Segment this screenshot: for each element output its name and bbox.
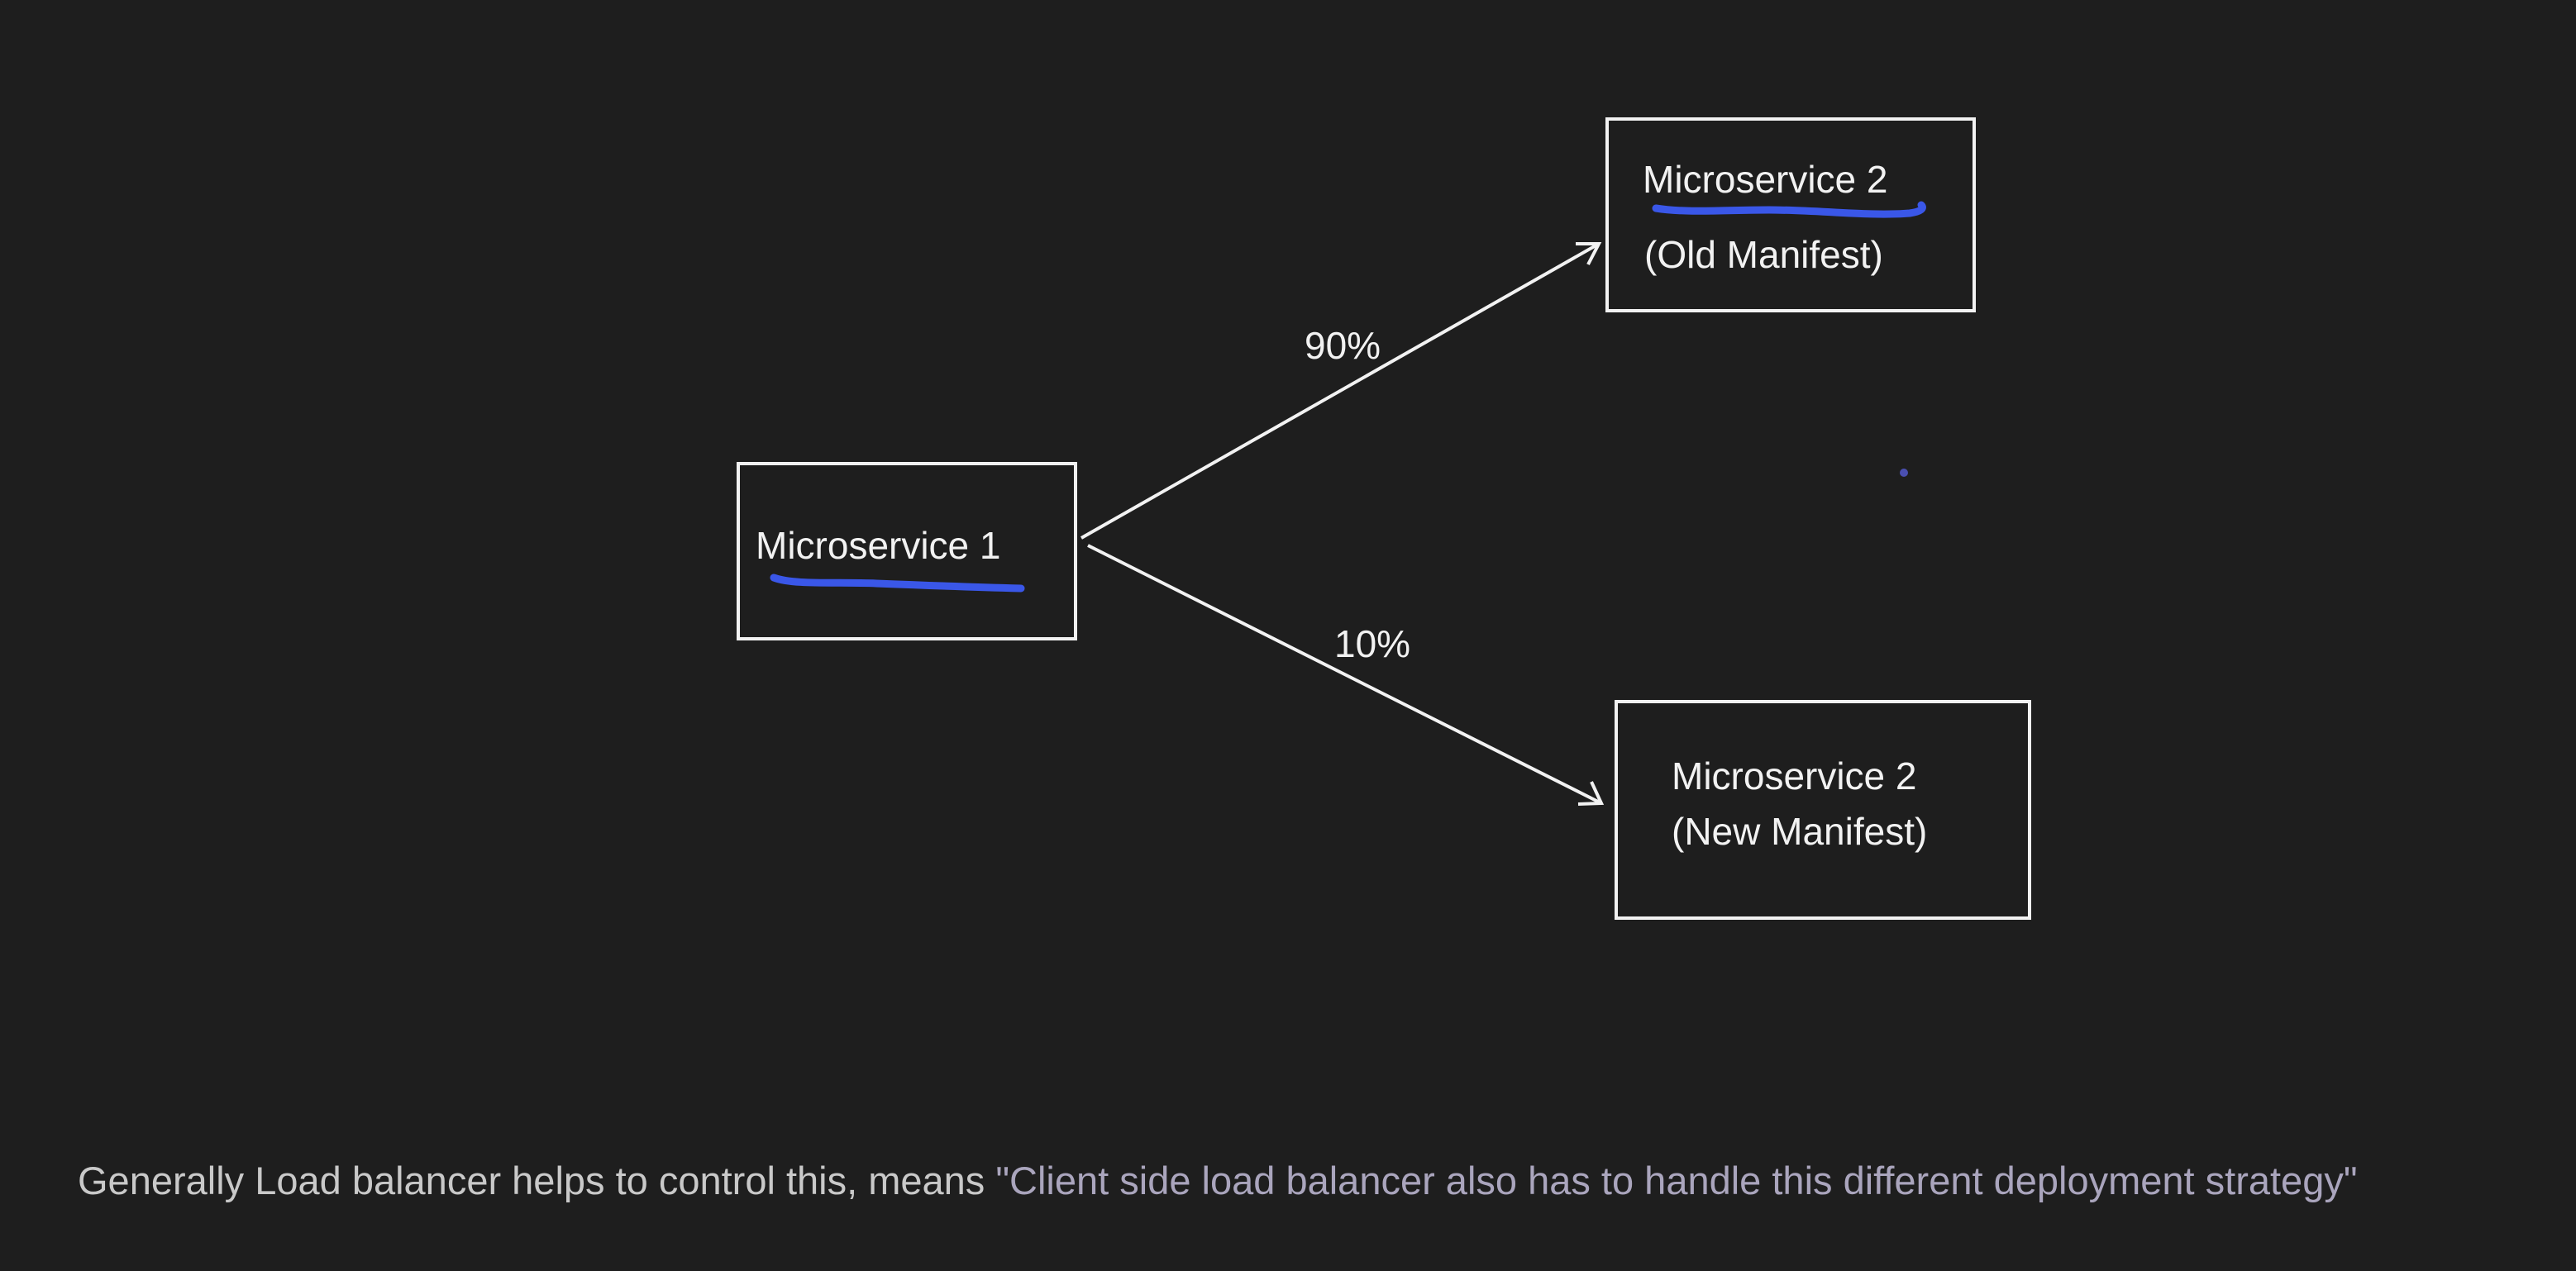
- arrowhead-icon: [1576, 242, 1602, 265]
- caption: Generally Load balancer helps to control…: [78, 1152, 2392, 1210]
- edge-label: 90%: [1305, 324, 1381, 367]
- handwritten-underline: [770, 574, 1025, 593]
- node-label-line-1: Microservice 2: [1672, 755, 1917, 797]
- handwritten-underline: [1652, 201, 1926, 218]
- arrow-line: [1080, 242, 1600, 540]
- edge-ms1-to-ms2-new: 10%: [1087, 544, 1605, 806]
- node-microservice-1: Microservice 1: [737, 462, 1077, 640]
- edge-ms1-to-ms2-old: 90%: [1080, 242, 1602, 540]
- node-box: [737, 462, 1077, 640]
- node-label-line-1: Microservice 2: [1643, 158, 1888, 201]
- node-microservice-2-old-manifest: Microservice 2 (Old Manifest): [1605, 117, 1976, 312]
- caption-lead: Generally Load balancer helps to control…: [78, 1159, 996, 1202]
- node-label: Microservice 1: [756, 524, 1001, 567]
- node-label-line-2: (Old Manifest): [1644, 233, 1883, 276]
- caption-quote: "Client side load balancer also has to h…: [995, 1159, 2358, 1202]
- pen-dot: [1900, 469, 1908, 477]
- node-microservice-2-new-manifest: Microservice 2 (New Manifest): [1615, 700, 2031, 920]
- node-box: [1615, 700, 2031, 920]
- arrowhead-icon: [1577, 781, 1605, 806]
- node-box: [1605, 117, 1976, 312]
- arrow-line: [1087, 544, 1602, 805]
- edge-label: 10%: [1334, 622, 1410, 665]
- node-label-line-2: (New Manifest): [1672, 810, 1927, 853]
